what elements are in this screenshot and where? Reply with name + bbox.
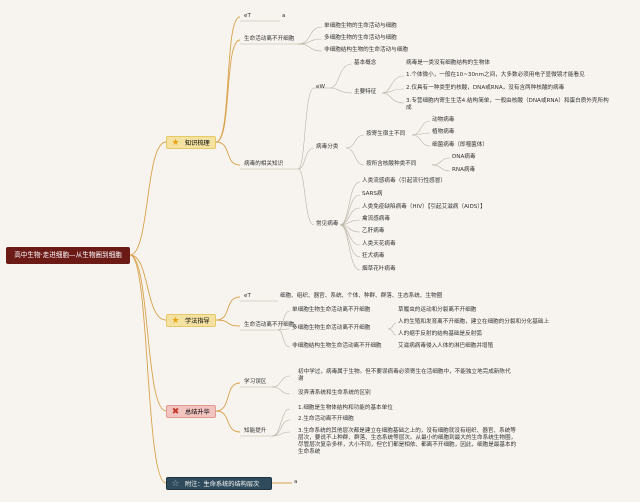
node-feature[interactable]: 1.个体微小，一般在10~30nm之间，大多数必须用电子显微镜才能看见 xyxy=(406,72,585,78)
node-host[interactable]: 细菌病毒（即噬菌体） xyxy=(432,142,488,148)
node-row-detail[interactable]: 草履虫的运动和分裂离不开细胞 xyxy=(398,307,477,313)
branch-label: 附注：生命系统的结构层次 xyxy=(185,481,260,488)
star-outline-icon: ☆ xyxy=(171,479,180,489)
node-up-item[interactable]: 2.生命活动离不开细胞 xyxy=(298,416,354,422)
branch-label: 知识梳理 xyxy=(185,140,210,147)
root-topic[interactable]: 高中生物·走进细胞—从生物圈到细胞 xyxy=(6,247,130,264)
node-virus[interactable]: 人类天花病毒 xyxy=(362,241,396,247)
node-row-detail[interactable]: 人的缩手反射的结构基础是反射弧 xyxy=(398,331,482,337)
node-host[interactable]: 植物病毒 xyxy=(432,129,455,135)
node-row[interactable]: 非细胞结构生物生命活动离不开细胞 xyxy=(292,343,382,349)
node-acid[interactable]: RNA病毒 xyxy=(452,167,476,173)
branch-method[interactable]: ★ 学法指导 xyxy=(166,314,216,327)
node-classify[interactable]: 病毒分类 xyxy=(316,144,339,150)
branch-summary[interactable]: ✖ 总结升华 xyxy=(166,405,216,418)
branch-note[interactable]: ☆ 附注：生命系统的结构层次 xyxy=(166,477,272,490)
node-virus[interactable]: SARS病 xyxy=(362,191,383,197)
node-host[interactable]: 动物病毒 xyxy=(432,117,455,123)
node-up-item[interactable]: 1.细胞是生物体结构和功能的基本单位 xyxy=(298,405,393,411)
node-virus[interactable]: 烟草花叶病毒 xyxy=(362,266,396,272)
node-virus-knowledge[interactable]: 病毒的相关知识 xyxy=(244,161,284,167)
node-life-item[interactable]: 多细胞生物的生命活动与细胞 xyxy=(324,35,397,41)
node-feature[interactable]: 3.专营细胞内寄生生活4.结构简单，一般由核酸（DNA或RNA）和蛋白质外壳所构… xyxy=(406,98,609,111)
node-doubt[interactable]: 学习误区 xyxy=(244,379,267,385)
node-acid[interactable]: DNA病毒 xyxy=(452,154,476,160)
node-up[interactable]: 知能提升 xyxy=(244,428,267,434)
branch-knowledge[interactable]: ★ 知识梳理 xyxy=(166,136,216,149)
node-basic[interactable]: 基本概念 xyxy=(354,60,377,66)
node-a[interactable]: a xyxy=(282,13,286,19)
node-et[interactable]: eT xyxy=(244,13,251,19)
node-up-item[interactable]: 3.生命系统的其他层次都是建立在细胞基础之上的，没有细胞就没有组织、器官、系统等… xyxy=(298,428,517,455)
node-feature[interactable]: 2.仅具有一种类型的核酸，DNA或RNA，没有含两种核酸的病毒 xyxy=(406,85,565,91)
node-by-host[interactable]: 按寄生宿主不同 xyxy=(366,131,406,137)
branch-label: 总结升华 xyxy=(185,409,210,416)
node-row[interactable]: 单细胞生物生命活动离不开细胞 xyxy=(292,307,371,313)
node-basic-desc[interactable]: 病毒是一类没有细胞结构的生物体 xyxy=(406,60,490,66)
node-levels[interactable]: 细胞、组织、器官、系统、个体、种群、群落、生态系统、生物圈 xyxy=(280,293,443,299)
cross-icon: ✖ xyxy=(171,407,180,417)
node-virus[interactable]: 禽流感病毒 xyxy=(362,216,390,222)
node-life-item[interactable]: 非细胞结构生物的生命活动与细胞 xyxy=(324,47,408,53)
node-by-acid[interactable]: 按所含核酸种类不同 xyxy=(366,161,417,167)
node-common[interactable]: 常见病毒 xyxy=(316,221,339,227)
node-life-item[interactable]: 单细胞生物的生命活动与细胞 xyxy=(324,23,397,29)
branch-label: 学法指导 xyxy=(185,318,210,325)
node-ew[interactable]: eW xyxy=(316,84,325,90)
star-icon: ★ xyxy=(171,138,180,148)
node-virus[interactable]: 人类流感病毒（引起流行性感冒） xyxy=(362,178,446,184)
node-note-a[interactable]: a xyxy=(294,479,298,485)
node-et[interactable]: eT xyxy=(244,293,251,299)
node-row[interactable]: 多细胞生物生命活动离不开细胞 xyxy=(292,325,371,331)
node-doubt-item[interactable]: 没弄清系统和生命系统的区别 xyxy=(298,390,371,396)
node-doubt-item[interactable]: 初中学过，病毒属于生物。但不要误病毒必须寄生在活细胞中，不能独立地完成新陈代谢 xyxy=(298,369,511,382)
node-row-detail[interactable]: 艾滋病病毒侵入人体的淋巴细胞并增殖 xyxy=(398,343,494,349)
node-virus[interactable]: 人类免疫缺陷病毒（HIV）【引起艾滋病（AIDS）】 xyxy=(362,204,486,210)
node-life-cells[interactable]: 生命活动离不开细胞 xyxy=(244,322,295,328)
star-icon: ★ xyxy=(171,316,180,326)
node-row-detail[interactable]: 人的生殖和发育离不开细胞，建立在细胞的分裂和分化基础上 xyxy=(398,319,550,325)
node-life-cells[interactable]: 生命活动离不开细胞 xyxy=(244,36,295,42)
node-virus[interactable]: 乙肝病毒 xyxy=(362,228,385,234)
node-features[interactable]: 主要特征 xyxy=(354,89,377,95)
node-virus[interactable]: 狂犬病毒 xyxy=(362,253,385,259)
